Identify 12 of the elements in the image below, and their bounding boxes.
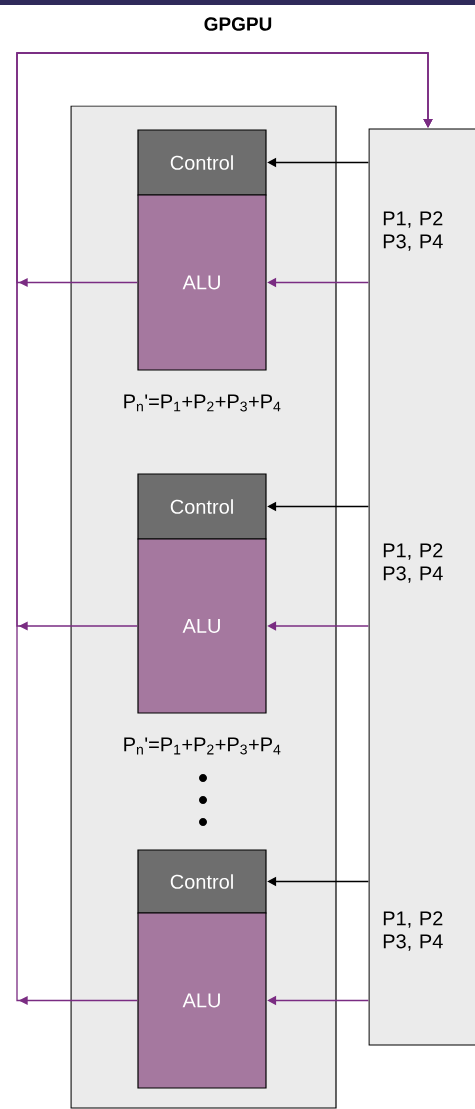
alu-box: ALU xyxy=(137,194,267,371)
title: GPGPU xyxy=(204,17,272,31)
arrow xyxy=(267,621,370,631)
control-box: Control xyxy=(137,473,267,540)
arrow xyxy=(16,52,433,1005)
formula-label: P$_{n}$'=P$_{1}$+P$_{2}$+P$_{3}$+P$_{4}$ xyxy=(124,737,281,755)
control-box: Control xyxy=(137,129,267,196)
formula-label: P$_{n}$'=P$_{1}$+P$_{2}$+P$_{3}$+P$_{4}$ xyxy=(124,394,281,412)
alu-box: ALU xyxy=(137,538,267,714)
control-box: Control xyxy=(137,849,267,914)
data-box: P1, P2 P3, P4 P1, P2 P3, P4 P1, P2 P3, P4 xyxy=(368,128,475,1046)
alu-box: ALU xyxy=(137,912,267,1089)
